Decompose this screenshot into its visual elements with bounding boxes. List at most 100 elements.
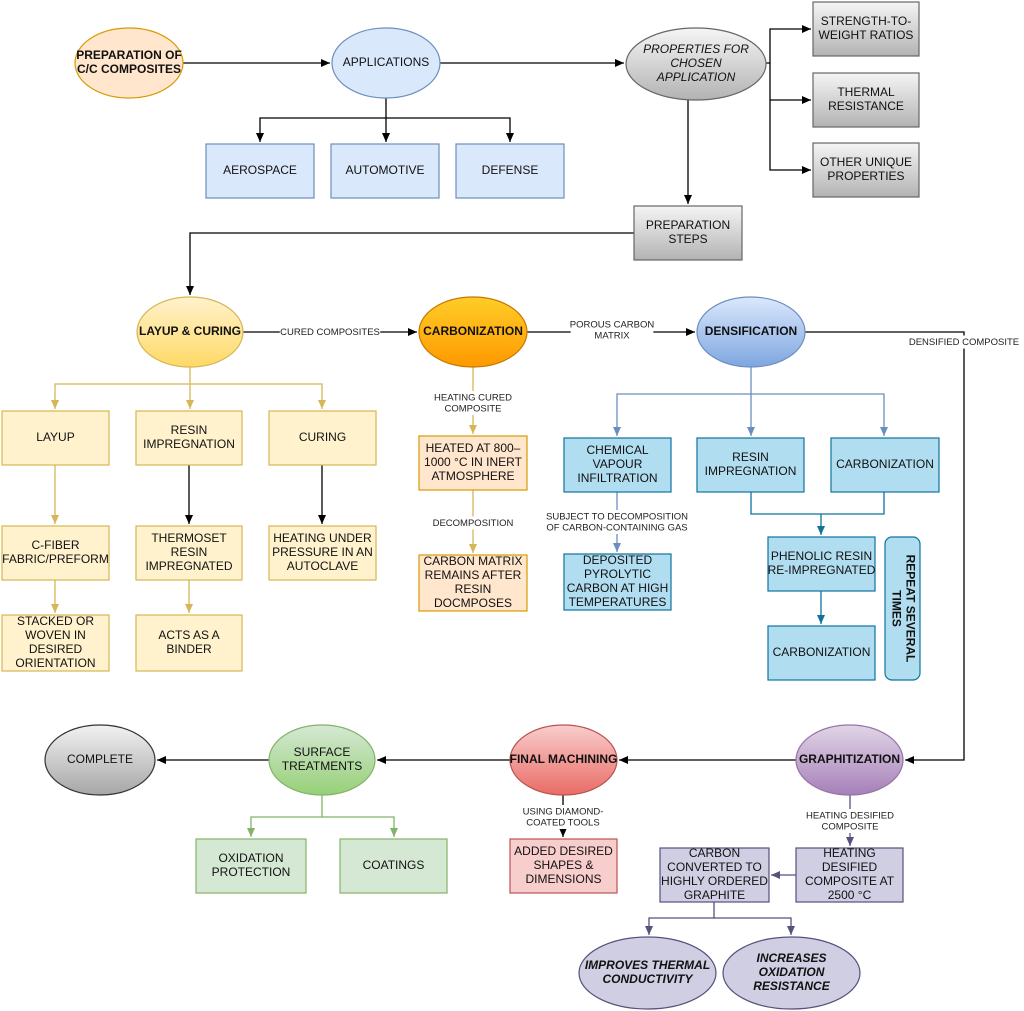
curing-node-shape (268, 410, 377, 466)
final-machining-node-shape (509, 724, 618, 796)
layup-text: LAYUP (36, 430, 74, 444)
carbonization-main-text: CARBONIZATION (423, 324, 523, 338)
edge-layupcuring-to-layup (51, 367, 191, 409)
d-carbonization-node-shape (830, 437, 940, 493)
edge-dcarb-to-phenolic (821, 492, 885, 515)
densification-node-shape (696, 296, 806, 368)
layup-node-shape (1, 410, 110, 466)
densified-edge-label: DENSIFIED COMPOSITE (904, 335, 1024, 349)
defense-text: DEFENSE (482, 163, 539, 177)
heating-2500-node-shape (795, 847, 904, 903)
edge-apps-to-aerospace (256, 98, 387, 142)
automotive-node-shape (330, 143, 440, 199)
strength-node-shape (812, 1, 920, 57)
diamond-label-bg (518, 805, 608, 829)
curing-node: CURING (268, 410, 377, 466)
thermal-node-shape (812, 72, 920, 128)
subject-label-bg (543, 510, 691, 534)
oxidation-prot-node-shape (195, 838, 307, 894)
curing-text: CURING (299, 430, 346, 444)
complete-node-shape (44, 724, 156, 796)
layup-curing-node: LAYUP & CURING (136, 296, 244, 368)
increases-node-shape (722, 936, 861, 1010)
repeat-node-shape (884, 536, 921, 681)
cured-composites-edge-label: CURED COMPOSITES (279, 325, 381, 339)
resin-imp-node-shape (135, 410, 243, 466)
edge-densification-to-dcarb (751, 393, 888, 436)
complete-text: COMPLETE (67, 752, 133, 766)
final-machining-node: FINAL MACHINING (509, 724, 618, 796)
edge-properties-to-thermal (769, 63, 811, 104)
graphitization-node: GRAPHITIZATION (795, 724, 904, 796)
defense-node: DEFENSE (455, 143, 565, 199)
densification-text: DENSIFICATION (705, 324, 797, 338)
heated-800-node-shape (418, 435, 528, 491)
carbonization-main-node-shape (418, 296, 528, 368)
aerospace-text: AEROSPACE (223, 163, 297, 177)
preparation-cc-node-shape (74, 27, 184, 99)
edge-surface-to-coatings (322, 816, 398, 837)
layup-node: LAYUP (1, 410, 110, 466)
applications-node: APPLICATIONS (331, 27, 441, 99)
added-shapes-node-shape (509, 838, 618, 894)
edge-densification-to-cvi (613, 367, 752, 436)
final-machining-text: FINAL MACHINING (510, 752, 618, 766)
d-carbonization-node: CARBONIZATION (830, 437, 940, 493)
decomposition-text: DECOMPOSITION (433, 518, 514, 529)
layup-curing-node-shape (136, 296, 244, 368)
stacked-node-shape (1, 614, 110, 672)
surface-node-shape (268, 724, 376, 796)
defense-node-shape (455, 143, 565, 199)
graphitization-node-shape (795, 724, 904, 796)
cured-composites-label-bg (279, 325, 381, 339)
decomposition-label-bg (431, 516, 515, 530)
edge-converted-to-improves (645, 902, 715, 935)
heating-cured-label-bg (431, 391, 515, 415)
d-carbonization2-text: CARBONIZATION (773, 645, 871, 659)
cured-composites-text: CURED COMPOSITES (280, 327, 380, 338)
improves-node-shape (578, 936, 717, 1010)
complete-node: COMPLETE (44, 724, 156, 796)
layup-curing-text: LAYUP & CURING (139, 324, 241, 338)
edge-apps-to-defense (386, 117, 514, 142)
cfiber-node-shape (1, 525, 110, 581)
phenolic-node-shape (767, 536, 876, 592)
coatings-node: COATINGS (339, 838, 448, 894)
d-carbonization2-node-shape (767, 625, 876, 681)
